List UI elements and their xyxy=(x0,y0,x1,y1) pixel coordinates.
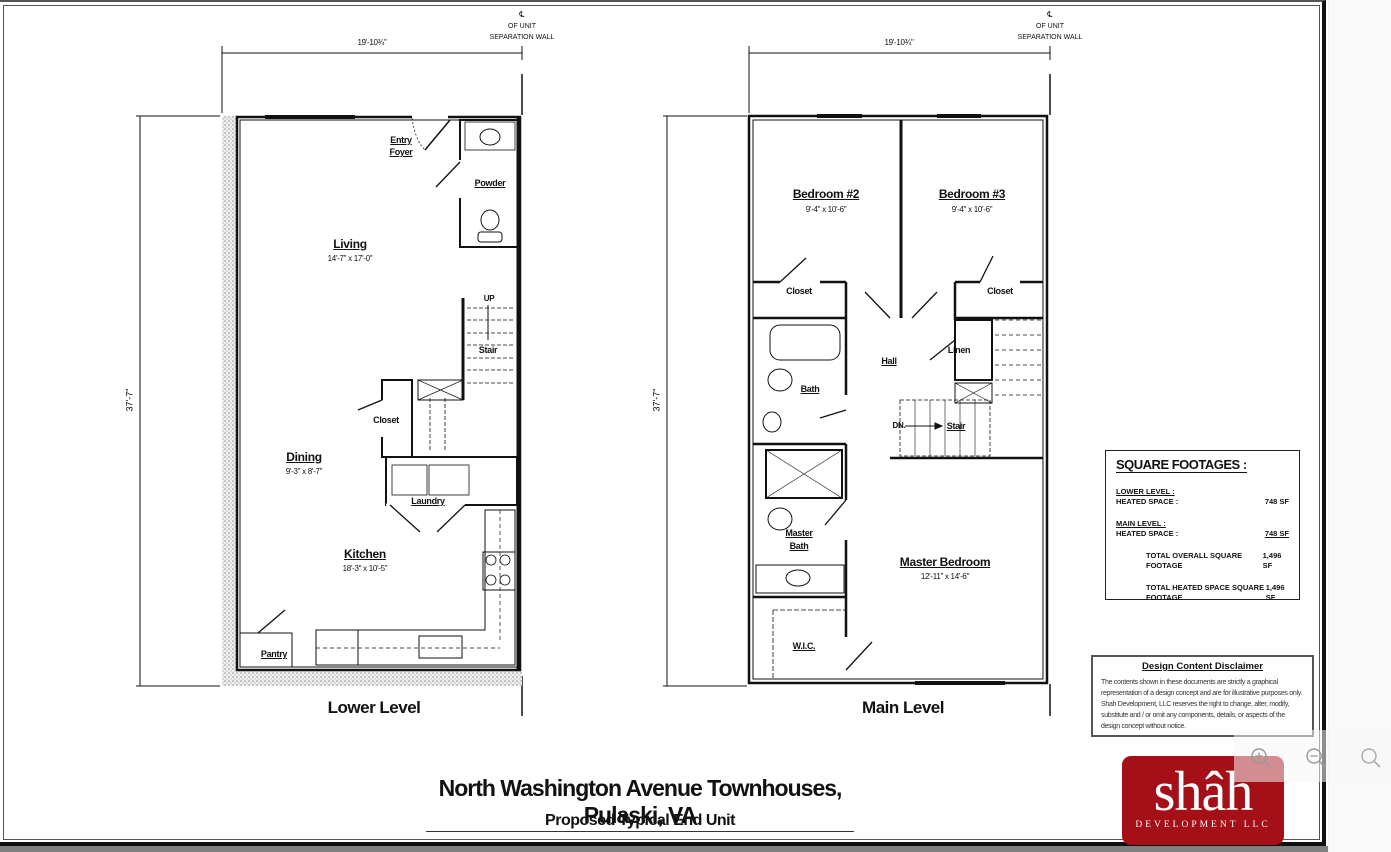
room-dining-label: Dining xyxy=(286,450,322,464)
sq-main-heated-label: HEATED SPACE : xyxy=(1116,529,1179,538)
main-depth-dim: 37'-7" xyxy=(651,388,662,412)
room-bedroom2-label: Bedroom #2 xyxy=(792,187,860,201)
room-living-label: Living xyxy=(333,237,367,251)
sq-title: SQUARE FOOTAGES : xyxy=(1116,457,1247,473)
lower-cl-label-2: SEPARATION WALL xyxy=(489,34,555,41)
room-master-bath-label-2: Bath xyxy=(789,541,809,551)
room-kitchen-label: Kitchen xyxy=(344,547,386,561)
room-dining-size: 9'-3" x 8'-7" xyxy=(285,467,323,476)
zoom-in-icon xyxy=(1251,748,1271,768)
viewer-bottom-edge xyxy=(0,846,1328,852)
room-wic-label: W.I.C. xyxy=(792,641,816,651)
main-cl-label-2: SEPARATION WALL xyxy=(1017,34,1083,41)
sq-main-heated-row: HEATED SPACE : 748 SF xyxy=(1116,529,1289,539)
room-bath-label: Bath xyxy=(800,384,820,394)
sheet-title: North Washington Avenue Townhouses, Pula… xyxy=(426,775,854,832)
main-level-title: Main Level xyxy=(862,698,944,717)
room-living-size: 14'-7" x 17'-0" xyxy=(327,254,373,263)
room-foyer-label: Foyer xyxy=(389,147,413,157)
lower-depth-dim: 37'-7" xyxy=(124,388,135,412)
sheet-subtitle: Proposed Typical End Unit xyxy=(545,812,735,829)
sq-total-heated-row: TOTAL HEATED SPACE SQUARE FOOTAGE 1,496 … xyxy=(1116,583,1289,603)
lower-level-plan xyxy=(136,46,523,716)
sheet-border-outer xyxy=(0,0,1326,846)
disclaimer-body: The contents shown in these documents ar… xyxy=(1101,679,1303,730)
room-bedroom3-size: 9'-4" x 10'-6" xyxy=(951,205,993,214)
zoom-out-button[interactable] xyxy=(1303,745,1329,771)
lower-width-dim: 19'-10¾" xyxy=(357,38,387,47)
disclaimer-title: Design Content Disclaimer xyxy=(1142,661,1263,672)
floor-plan-drawing xyxy=(136,46,1051,716)
room-entry-label: Entry xyxy=(390,135,412,145)
room-master-bedroom-size: 12'-11" x 14'-6" xyxy=(920,572,970,581)
room-master-bath-label-1: Master xyxy=(785,528,813,538)
design-disclaimer: Design Content Disclaimer The contents s… xyxy=(1091,655,1314,737)
sq-main-heated-value: 748 SF xyxy=(1264,529,1289,538)
room-closet-label: Closet xyxy=(373,415,399,425)
room-powder-label: Powder xyxy=(474,178,506,188)
zoom-in-button[interactable] xyxy=(1248,745,1274,771)
floor-plan-sheet: 19'-10¾" ℄ OF UNIT SEPARATION WALL 37'-7… xyxy=(0,0,1326,846)
room-closet-bed2-label: Closet xyxy=(786,286,812,296)
room-bedroom3-label: Bedroom #3 xyxy=(938,187,1006,201)
sq-total-overall-row: TOTAL OVERALL SQUARE FOOTAGE 1,496 SF xyxy=(1116,551,1289,571)
room-master-bedroom-label: Master Bedroom xyxy=(899,555,991,569)
sq-total-overall-value: 1,496 SF xyxy=(1262,551,1282,570)
sq-lower-heated-row: HEATED SPACE : 748 SF xyxy=(1116,497,1289,507)
zoom-out-icon xyxy=(1306,748,1326,768)
room-bedroom2-size: 9'-4" x 10'-6" xyxy=(805,205,847,214)
lower-centerline-symbol: ℄ xyxy=(519,10,525,19)
room-closet-bed3-label: Closet xyxy=(987,286,1013,296)
sq-total-overall-label: TOTAL OVERALL SQUARE FOOTAGE xyxy=(1146,551,1243,570)
magnifier-icon xyxy=(1361,748,1381,768)
zoom-reset-button[interactable] xyxy=(1358,745,1384,771)
main-level-plan xyxy=(663,46,1051,716)
room-laundry-label: Laundry xyxy=(411,496,445,506)
room-linen-label: Linen xyxy=(947,345,971,355)
sheet-border-inner xyxy=(3,5,1320,840)
stair-down-label: DN. xyxy=(892,421,906,430)
main-width-dim: 19'-10¾" xyxy=(884,38,914,47)
sq-lower-heated-label: HEATED SPACE : xyxy=(1116,497,1179,506)
main-cl-label-1: OF UNIT xyxy=(1036,23,1064,30)
viewer-right-gutter xyxy=(1328,0,1391,852)
lower-cl-label-1: OF UNIT xyxy=(508,23,536,30)
lower-level-title: Lower Level xyxy=(327,698,421,717)
sq-lower-heated-value: 748 SF xyxy=(1264,497,1289,506)
logo-subtitle: DEVELOPMENT LLC xyxy=(1135,820,1271,830)
room-stair-label: Stair xyxy=(478,345,498,355)
sq-total-heated-value: 1,496 SF xyxy=(1265,583,1285,602)
room-kitchen-size: 18'-3" x 10'-5" xyxy=(342,564,388,573)
sq-lower-label: LOWER LEVEL : xyxy=(1116,487,1175,496)
stair-up-label: UP xyxy=(483,294,495,303)
square-footage-table: SQUARE FOOTAGES : LOWER LEVEL : HEATED S… xyxy=(1105,450,1300,603)
main-centerline-symbol: ℄ xyxy=(1047,10,1053,19)
sq-main-label: MAIN LEVEL : xyxy=(1116,519,1166,528)
sq-total-heated-label: TOTAL HEATED SPACE SQUARE FOOTAGE xyxy=(1146,583,1265,602)
room-stair-main-label: Stair xyxy=(946,421,966,431)
room-pantry-label: Pantry xyxy=(260,649,288,659)
room-hall-label: Hall xyxy=(881,356,897,366)
